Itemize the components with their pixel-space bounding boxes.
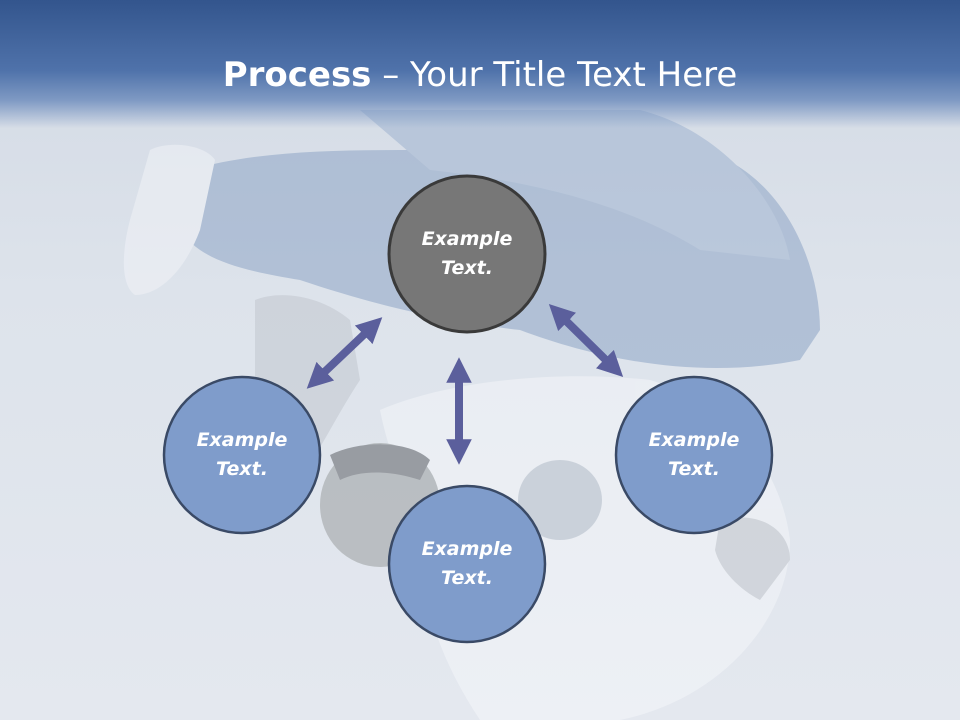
node-label-line1: Example bbox=[421, 538, 513, 560]
title-rest: – Your Title Text Here bbox=[371, 55, 738, 95]
arrow-top-to-right bbox=[548, 304, 624, 377]
node-label-line1: Example bbox=[196, 429, 288, 451]
node-label-line1: Example bbox=[648, 429, 740, 451]
arrow-top-to-left bbox=[306, 317, 383, 389]
node-label-left: Example Text. bbox=[163, 426, 321, 484]
process-node-right bbox=[614, 375, 774, 535]
title-bar bbox=[0, 0, 960, 128]
node-label-bottom: Example Text. bbox=[388, 535, 546, 593]
node-label-top: Example Text. bbox=[388, 225, 546, 283]
node-label-line2: Text. bbox=[216, 458, 268, 480]
slide-title: Process – Your Title Text Here bbox=[0, 52, 960, 98]
process-node-left bbox=[162, 375, 322, 535]
node-label-line1: Example bbox=[421, 228, 513, 250]
node-label-line2: Text. bbox=[668, 458, 720, 480]
process-node-top bbox=[387, 174, 547, 334]
node-label-line2: Text. bbox=[441, 567, 493, 589]
title-bold: Process bbox=[222, 55, 372, 95]
node-label-line2: Text. bbox=[441, 257, 493, 279]
node-label-right: Example Text. bbox=[615, 426, 773, 484]
process-node-bottom bbox=[387, 484, 547, 644]
